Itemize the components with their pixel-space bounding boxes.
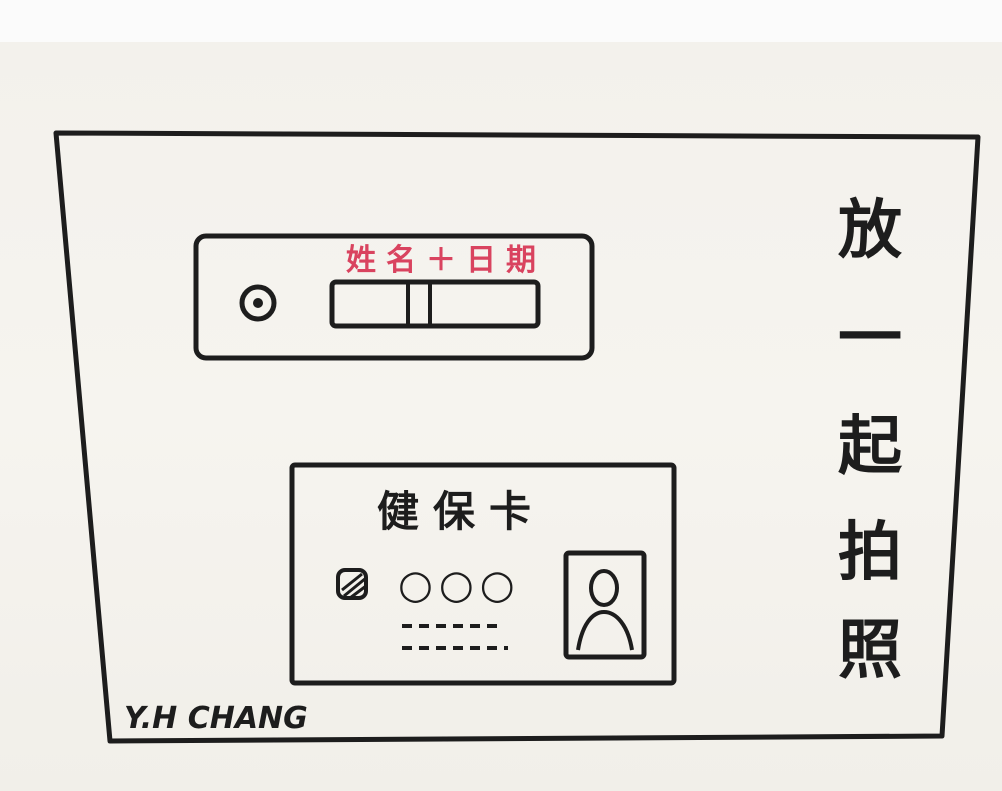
card-photo-box (563, 550, 647, 660)
side-caption-char-5: 照 (838, 614, 902, 688)
device-lens-dot (253, 298, 263, 308)
chip-hatch (341, 572, 367, 600)
side-caption-char-1: 放 (838, 194, 902, 268)
side-caption: 放 一 起 拍 照 (838, 194, 903, 688)
side-caption-char-3: 起 (838, 410, 903, 484)
card-number-marks: ○○○ (398, 562, 521, 608)
outer-frame (53, 130, 981, 744)
signature: Y.H CHANG (124, 701, 308, 736)
device-slot (329, 279, 541, 329)
card-photo-person-icon (576, 569, 634, 651)
side-caption-char-4: 拍 (838, 516, 902, 590)
side-caption-char-2: 一 (838, 302, 902, 376)
top-margin (0, 0, 1002, 42)
card-title: 健保卡 (377, 487, 545, 536)
device-label: 姓名＋日期 (346, 243, 546, 278)
paper-sheet (0, 42, 1002, 791)
device-box (193, 233, 595, 361)
card-box (289, 462, 677, 686)
device-lens-icon (239, 284, 277, 322)
